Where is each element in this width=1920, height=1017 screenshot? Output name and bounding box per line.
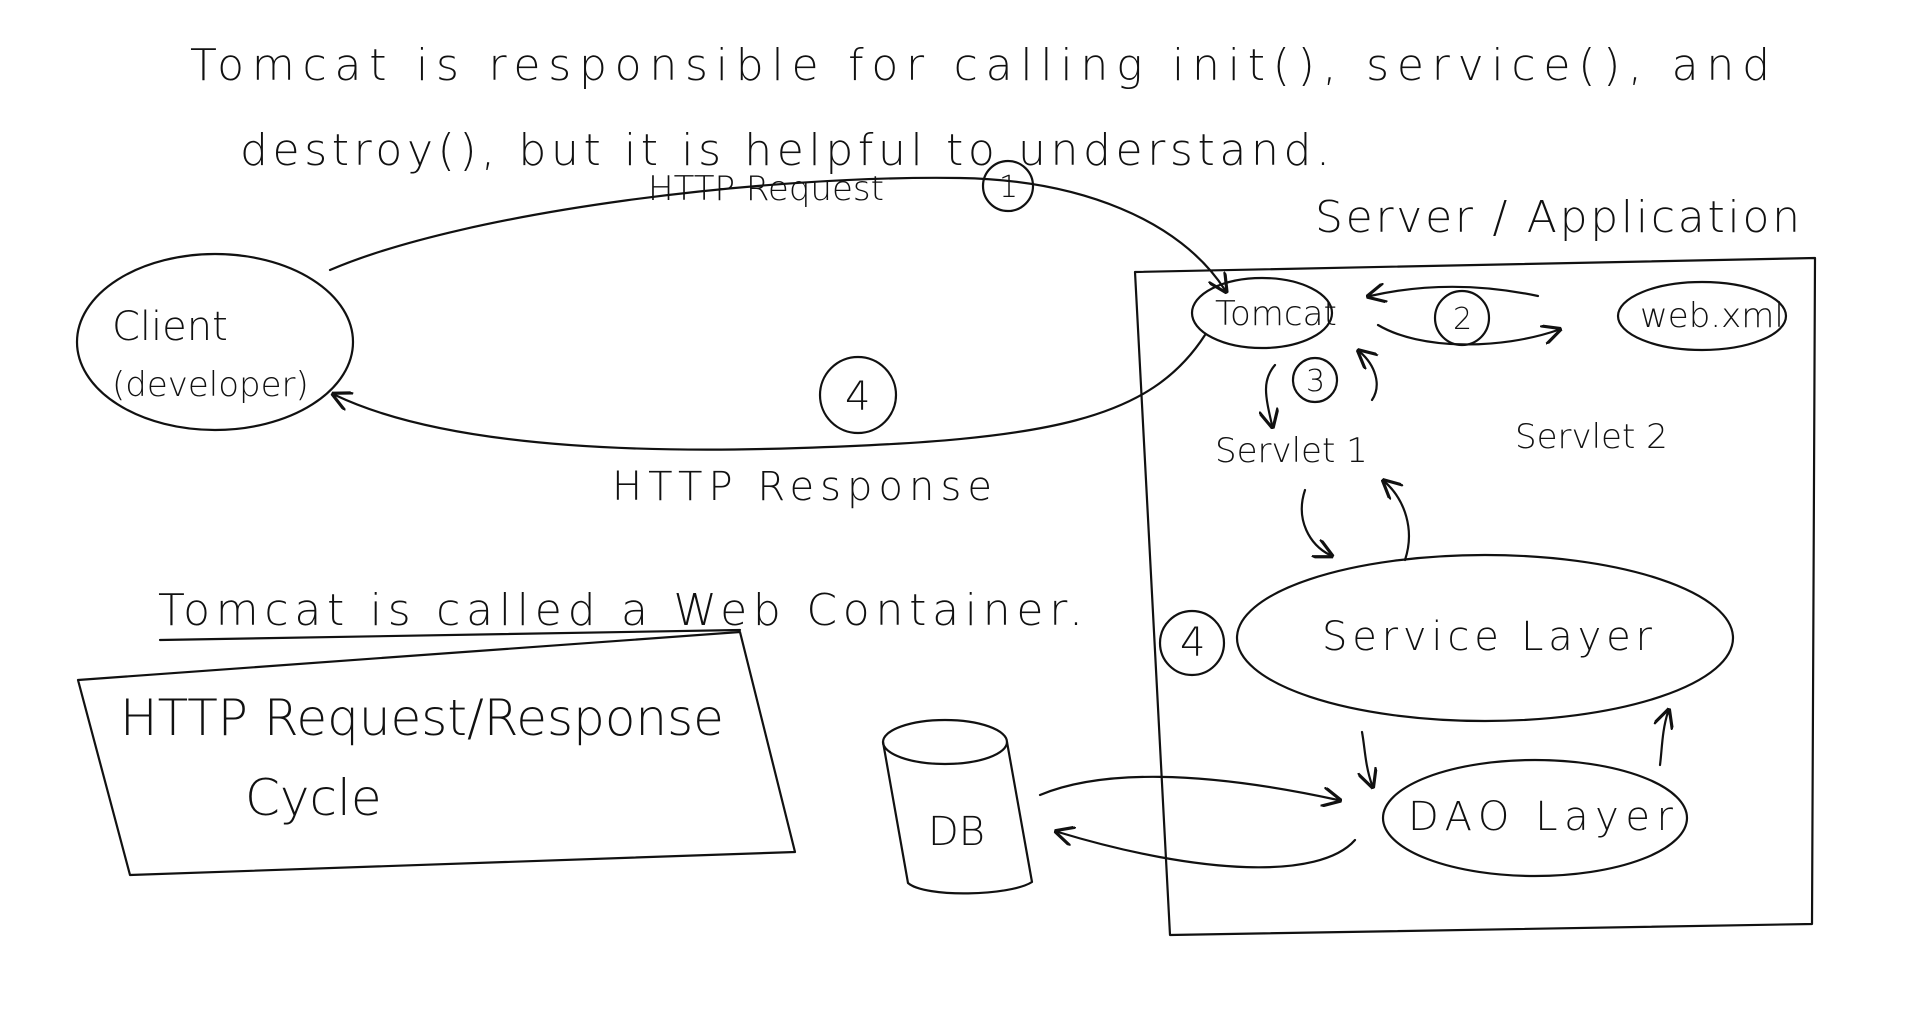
container-note-underline	[158, 628, 742, 642]
servlet1-to-service-arrow	[1300, 488, 1330, 555]
http-response-arrow	[335, 333, 1207, 451]
servlet2-label: Servlet 2	[1515, 417, 1668, 457]
step-2-number: 2	[1453, 302, 1472, 337]
http-request-arrow	[328, 176, 1225, 290]
tomcat-to-servlet1-arrow	[1266, 363, 1275, 425]
step-4-service-circle	[1158, 609, 1226, 677]
step-3-number: 3	[1306, 364, 1325, 399]
webxml-node	[1616, 280, 1788, 352]
client-ellipse	[75, 252, 355, 432]
server-container	[1133, 256, 1817, 937]
server-title: Server / Application	[1315, 192, 1800, 243]
dao-layer-label: DAO Layer	[1408, 794, 1674, 840]
service-layer-node	[1235, 553, 1735, 723]
db-to-dao-arrow	[1038, 775, 1338, 800]
step-2-circle	[1433, 289, 1491, 347]
http-request-label: HTTP Request	[648, 169, 884, 209]
db-cylinder	[881, 718, 1034, 895]
service-layer-label: Service Layer	[1322, 614, 1653, 660]
service-to-dao-arrow	[1362, 730, 1372, 785]
step-4-service-number: 4	[1180, 620, 1205, 666]
client-role: (developer)	[112, 365, 309, 405]
webxml-label: web.xml	[1640, 296, 1784, 336]
servlet1-label: Servlet 1	[1215, 431, 1368, 471]
step-1-circle	[981, 159, 1035, 213]
cycle-box-line-2: Cycle	[245, 769, 382, 827]
step-3-circle	[1291, 356, 1339, 404]
dao-to-service-arrow	[1660, 712, 1668, 767]
dao-to-db-arrow	[1058, 832, 1357, 869]
cycle-box-line-1: HTTP Request/Response	[120, 689, 724, 747]
http-response-label: HTTP Response	[612, 464, 992, 510]
container-note: Tomcat is called a Web Container.	[158, 585, 1083, 636]
step-4-response-number: 4	[845, 374, 870, 420]
db-label: DB	[928, 809, 985, 855]
webxml-to-tomcat-arrow	[1370, 287, 1540, 296]
note-line-2: destroy(), but it is helpful to understa…	[240, 125, 1330, 176]
servlet1-to-tomcat-arrow	[1360, 352, 1377, 402]
service-to-servlet1-arrow	[1385, 482, 1410, 562]
client-name: Client	[112, 304, 228, 350]
step-1-number: 1	[999, 170, 1018, 205]
tomcat-node	[1190, 276, 1334, 350]
step-4-response-circle	[818, 355, 898, 435]
cycle-box	[76, 630, 797, 877]
tomcat-label: Tomcat	[1215, 294, 1337, 334]
note-line-1: Tomcat is responsible for calling init()…	[190, 40, 1770, 91]
dao-layer-node	[1381, 758, 1689, 878]
